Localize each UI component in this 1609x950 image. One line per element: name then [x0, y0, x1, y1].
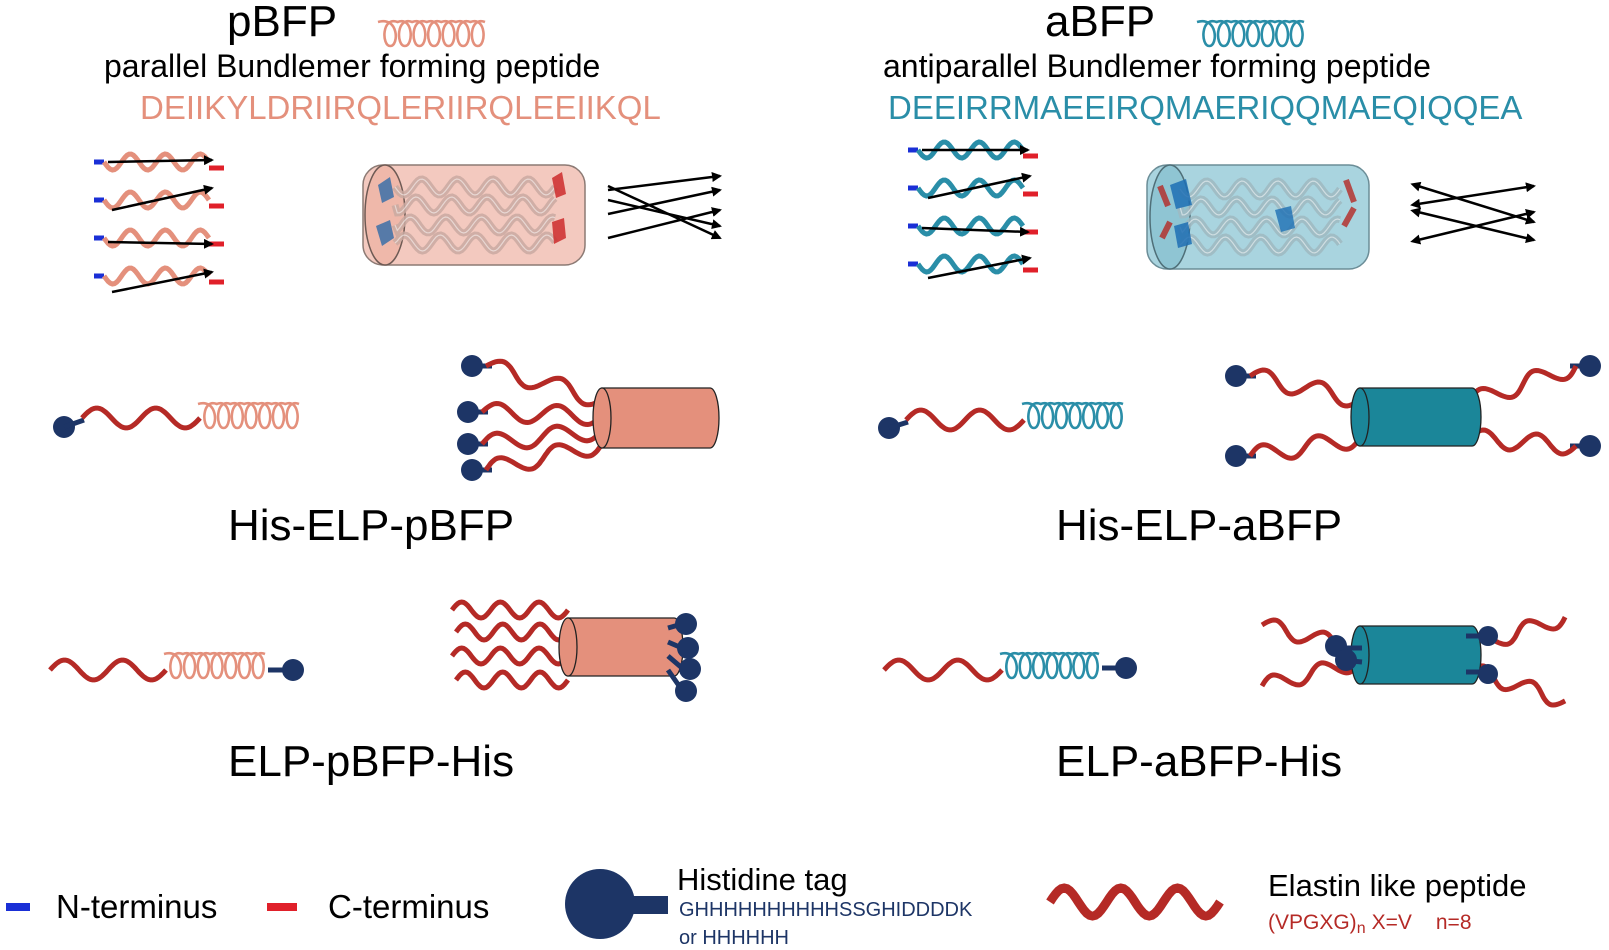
abfp-description: antiparallel Bundlemer forming peptide — [883, 48, 1431, 84]
his-elp-pbfp-monomer — [53, 402, 300, 438]
his-elp-pbfp-bundle — [457, 355, 720, 481]
legend-elp-title: Elastin like peptide — [1268, 868, 1527, 903]
abfp-title: aBFP — [1045, 0, 1155, 46]
pbfp-parallel-strands — [94, 151, 224, 294]
legend-c-terminus: C-terminus — [328, 888, 489, 925]
legend-n-terminus: N-terminus — [56, 888, 217, 925]
legend-his-alt: or HHHHHH — [679, 927, 789, 949]
pbfp-sequence: DEIIKYLDRIIRQLERIIRQLEEIIKQL — [140, 89, 661, 126]
pbfp-bundle-cylinder — [362, 164, 586, 266]
elp-abfp-his-bundle — [1259, 615, 1568, 708]
n-terminus-swatch — [6, 903, 30, 911]
label-elp-abfp-his: ELP-aBFP-His — [1056, 737, 1342, 786]
legend-his-title: Histidine tag — [677, 862, 848, 897]
elp-pbfp-his-bundle — [450, 599, 701, 702]
elp-symbol — [1046, 883, 1224, 921]
abfp-sequence: DEEIRRMAEEIRQMAERIQQMAEQIQQEA — [888, 89, 1522, 126]
legend: N-terminus C-terminus Histidine tag GHHH… — [6, 862, 1527, 949]
abfp-helix-icon — [1196, 20, 1305, 48]
his-elp-abfp-bundle — [1225, 355, 1601, 467]
his-tag-symbol — [565, 869, 668, 939]
legend-his-seq: GHHHHHHHHHHSSGHIDDDDK — [679, 899, 973, 921]
abfp-antiparallel-arrows — [1410, 181, 1536, 245]
his-elp-abfp-monomer — [878, 402, 1124, 439]
abfp-bundle-cylinder — [1146, 164, 1370, 270]
pbfp-title: pBFP — [227, 0, 337, 46]
pbfp-helix-icon — [377, 20, 486, 48]
label-elp-pbfp-his: ELP-pBFP-His — [228, 737, 514, 786]
pbfp-parallel-arrows — [607, 172, 722, 240]
label-his-elp-pbfp: His-ELP-pBFP — [228, 501, 514, 550]
elp-abfp-his-monomer — [882, 652, 1137, 683]
label-his-elp-abfp: His-ELP-aBFP — [1056, 501, 1342, 550]
c-terminus-swatch — [267, 903, 297, 911]
pbfp-description: parallel Bundlemer forming peptide — [104, 48, 600, 84]
elp-pbfp-his-monomer — [48, 652, 304, 683]
abfp-antiparallel-strands — [908, 139, 1038, 280]
